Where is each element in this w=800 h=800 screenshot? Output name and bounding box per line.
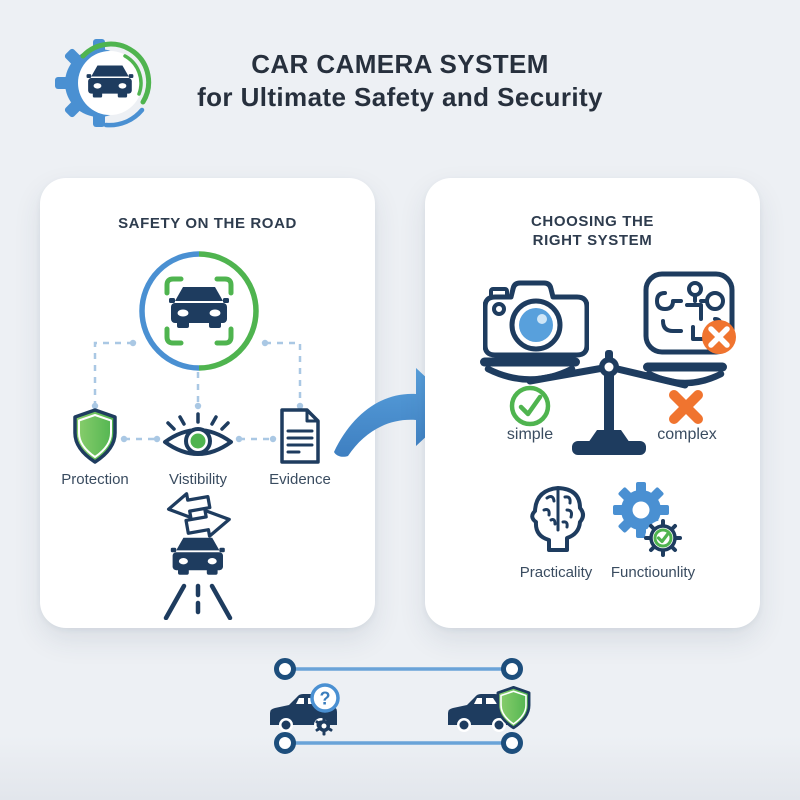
gears-check-icon xyxy=(613,482,682,557)
shield-icon xyxy=(73,408,117,464)
page-title-line1: CAR CAMERA SYSTEM xyxy=(251,49,549,79)
green-arc-inner xyxy=(123,54,143,96)
choosing-panel-title: CHOOSING THE RIGHT SYSTEM xyxy=(425,212,760,250)
car-front-icon xyxy=(86,65,134,98)
car-scan-circle xyxy=(139,251,259,371)
green-arc xyxy=(80,41,152,105)
car-front-icon xyxy=(169,287,229,328)
viewfinder-brackets xyxy=(164,276,234,346)
safety-panel: SAFETY ON THE ROAD xyxy=(40,178,375,628)
complex-label: complex xyxy=(657,426,717,443)
balance-scale-icon xyxy=(480,350,727,455)
shield-icon xyxy=(496,685,531,730)
safety-panel-title: SAFETY ON THE ROAD xyxy=(118,215,297,232)
road-lines xyxy=(163,583,233,620)
timeline-node xyxy=(501,732,523,754)
page-title-line2: for Ultimate Safety and Security xyxy=(197,82,603,112)
functionality-label: Functiounlity xyxy=(610,564,696,581)
bottom-timeline: ? xyxy=(270,658,531,754)
check-circle-icon xyxy=(509,385,551,427)
x-mark-icon xyxy=(669,390,703,424)
circle-green-half xyxy=(198,251,259,371)
camera-icon xyxy=(483,280,589,358)
visibility-label: Vistibility xyxy=(168,471,228,488)
timeline-node xyxy=(501,658,523,680)
blue-arc xyxy=(103,107,145,128)
timeline-node xyxy=(274,658,296,680)
circle-blue-half xyxy=(139,251,200,371)
big-gear xyxy=(613,482,669,538)
brain-icon xyxy=(530,486,585,552)
car-on-road-icon xyxy=(163,537,233,620)
practicality-label: Practicality xyxy=(519,564,593,581)
document-icon xyxy=(280,408,320,464)
direction-arrows-icon xyxy=(166,492,231,538)
choosing-title-line2: RIGHT SYSTEM xyxy=(532,232,653,249)
question-badge xyxy=(310,683,340,713)
car-gear-logo xyxy=(55,39,152,128)
choosing-title-line1: CHOOSING THE xyxy=(530,213,655,230)
timeline-node xyxy=(274,732,296,754)
complex-system-icon xyxy=(643,271,736,355)
small-gear-icon xyxy=(315,716,333,736)
error-x-icon xyxy=(708,326,730,348)
choosing-panel: CHOOSING THE RIGHT SYSTEM xyxy=(425,178,760,628)
protection-label: Protection xyxy=(61,471,129,488)
dashed-connectors xyxy=(91,339,304,443)
simple-label: simple xyxy=(506,426,554,443)
question-mark: ? xyxy=(320,689,331,709)
eye-icon xyxy=(163,412,233,456)
evidence-label: Evidence xyxy=(269,471,331,488)
page-title: CAR CAMERA SYSTEM for Ultimate Safety an… xyxy=(0,48,800,114)
small-gear xyxy=(644,519,682,557)
